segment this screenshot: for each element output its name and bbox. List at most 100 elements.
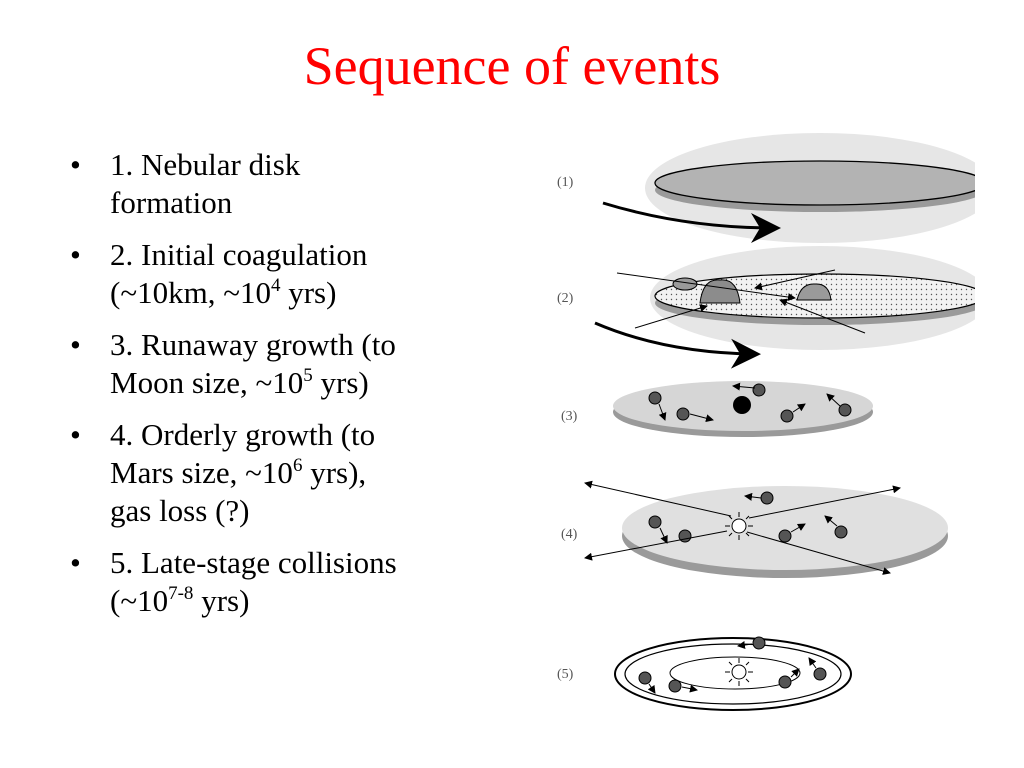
disk-surface	[654, 160, 975, 206]
motion-arrow-icon	[754, 269, 836, 291]
bullet-line: formation	[110, 184, 506, 222]
bullet-line: 4. Orderly growth (to	[110, 416, 506, 454]
bullet-text: (~10km, ~10	[110, 275, 271, 310]
bullet-text: (~10	[110, 583, 169, 618]
middle-orbit	[624, 643, 842, 705]
planet	[834, 525, 848, 539]
stage-label-3: (3)	[561, 409, 578, 424]
motion-arrow-icon	[659, 527, 668, 544]
sun-core	[731, 518, 747, 534]
stage-label-4: (4)	[561, 527, 578, 542]
gas-outflow-arrow-icon	[746, 531, 891, 575]
planet	[678, 529, 692, 543]
motion-arrow-icon	[737, 641, 753, 649]
bullet-text: yrs)	[312, 365, 369, 400]
bullet-line: Mars size, ~106 yrs),	[110, 454, 506, 492]
planet-formation-figure: (1) (2)	[535, 128, 975, 728]
gas-outflow-arrow-icon	[584, 530, 728, 561]
bullet-line: (~10km, ~104 yrs)	[110, 274, 506, 312]
rotation-arrow-icon	[594, 321, 761, 369]
planetesimal	[780, 409, 794, 423]
outer-orbit	[614, 637, 852, 711]
motion-arrow-icon	[616, 272, 796, 301]
motion-arrow-icon	[790, 668, 800, 678]
bullet-line: Moon size, ~105 yrs)	[110, 364, 506, 402]
planet	[813, 667, 827, 681]
stage-3-runaway-growth: (3)	[561, 381, 873, 437]
sun-rays	[725, 512, 753, 540]
planetesimal	[752, 383, 766, 397]
motion-arrow-icon	[681, 684, 698, 693]
bullet-text: yrs),	[302, 455, 367, 490]
planetesimal	[838, 403, 852, 417]
disk-surface	[622, 486, 948, 570]
bullet-text: Mars size, ~10	[110, 455, 293, 490]
bullet-dot-icon: •	[70, 327, 81, 362]
bullet-text: 4. Orderly growth (to	[110, 417, 376, 452]
motion-arrow-icon	[792, 403, 806, 413]
bullet-item-3: • 3. Runaway growth (to Moon size, ~105 …	[66, 326, 506, 402]
planetesimal	[796, 283, 832, 301]
inner-orbit	[669, 656, 801, 690]
stage-label-5: (5)	[557, 667, 574, 682]
motion-arrow-icon	[658, 403, 667, 421]
bullet-line: (~107-8 yrs)	[110, 582, 506, 620]
planet	[752, 636, 766, 650]
slide-title: Sequence of events	[303, 36, 721, 96]
planet	[778, 529, 792, 543]
stage-5-late-stage-collisions: (5)	[557, 636, 852, 711]
sun-icon	[725, 512, 753, 540]
bullet-text: 5. Late-stage collisions	[110, 545, 397, 580]
bullet-text: 2. Initial coagulation	[110, 237, 368, 272]
bullet-text: 1. Nebular disk	[110, 147, 301, 182]
bullet-line: 5. Late-stage collisions	[110, 544, 506, 582]
motion-arrow-icon	[779, 298, 866, 334]
stage-label-1: (1)	[557, 175, 574, 190]
exponent: 7-8	[168, 583, 194, 604]
motion-arrow-icon	[790, 523, 806, 533]
gas-outflow-arrow-icon	[584, 480, 732, 517]
bullet-item-5: • 5. Late-stage collisions (~107-8 yrs)	[66, 544, 506, 620]
sun-core	[731, 664, 747, 680]
motion-arrow-icon	[744, 492, 762, 501]
stage-label-2: (2)	[557, 291, 574, 306]
bullet-text: yrs)	[193, 583, 250, 618]
bullet-text: Moon size, ~10	[110, 365, 304, 400]
stage-1-nebular-disk: (1)	[557, 133, 975, 243]
bullet-dot-icon: •	[70, 237, 81, 272]
rotation-arrow-icon	[602, 201, 781, 243]
protoplanet	[733, 396, 751, 414]
bullet-item-4: • 4. Orderly growth (to Mars size, ~106 …	[66, 416, 506, 530]
sun-rays	[725, 658, 753, 686]
planetesimal	[676, 407, 690, 421]
bullet-line: gas loss (?)	[110, 492, 506, 530]
bullet-text: 3. Runaway growth (to	[110, 327, 396, 362]
motion-arrow-icon	[647, 683, 656, 694]
bullet-dot-icon: •	[70, 147, 81, 182]
bullet-text: formation	[110, 185, 233, 220]
motion-arrow-icon	[808, 657, 817, 669]
planet	[638, 671, 652, 685]
motion-arrow-icon	[732, 382, 756, 391]
motion-arrow-icon	[634, 304, 708, 329]
bullet-text: yrs)	[280, 275, 337, 310]
planet	[668, 679, 682, 693]
planet	[760, 491, 774, 505]
planetesimal	[648, 391, 662, 405]
planet	[778, 675, 792, 689]
exponent: 4	[270, 275, 281, 296]
exponent: 5	[303, 365, 313, 386]
bullet-item-2: • 2. Initial coagulation (~10km, ~104 yr…	[66, 236, 506, 312]
bullet-dot-icon: •	[70, 417, 81, 452]
stage-4-orderly-growth: (4)	[561, 480, 948, 578]
stage-2-initial-coagulation: (2)	[557, 246, 975, 369]
bullet-line: 2. Initial coagulation	[110, 236, 506, 274]
bullet-list: • 1. Nebular disk formation • 2. Initial…	[66, 146, 506, 634]
bullet-item-1: • 1. Nebular disk formation	[66, 146, 506, 222]
sun-icon	[725, 658, 753, 686]
motion-arrow-icon	[689, 413, 714, 423]
planet-formation-diagram: (1) (2)	[557, 133, 975, 711]
bullet-line: 3. Runaway growth (to	[110, 326, 506, 364]
motion-arrow-icon	[826, 393, 841, 407]
planet	[648, 515, 662, 529]
